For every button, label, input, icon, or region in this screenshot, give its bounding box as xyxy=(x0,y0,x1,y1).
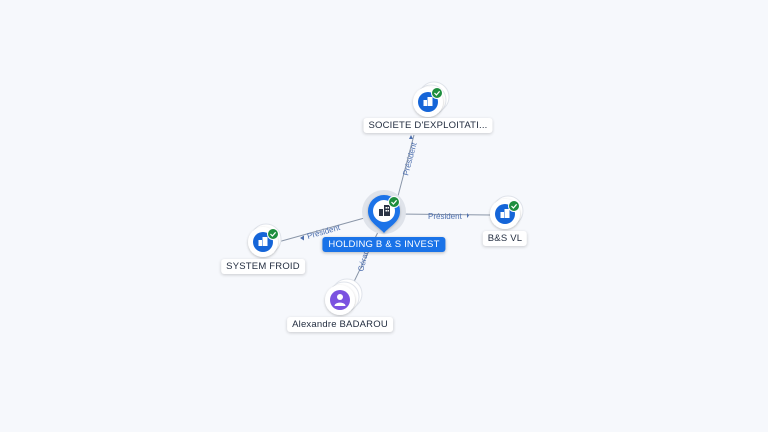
check-badge-icon xyxy=(508,200,520,212)
check-badge-icon xyxy=(388,196,400,208)
edge-line-bsvl xyxy=(397,213,491,216)
edge-label-societe: Président xyxy=(401,141,419,177)
edge-line-system xyxy=(277,216,369,243)
arrow-icon xyxy=(300,235,304,241)
node-label-societe[interactable]: SOCIETE D'EXPLOITATI... xyxy=(363,118,493,133)
edge-line-societe xyxy=(397,134,415,197)
center-node[interactable] xyxy=(362,190,406,234)
node-societe[interactable] xyxy=(413,81,450,117)
node-label-person[interactable]: Alexandre BADAROU xyxy=(287,317,393,332)
node-label-bsvl[interactable]: B&S VL xyxy=(482,231,528,246)
building-icon xyxy=(500,209,510,218)
arrow-icon xyxy=(409,135,413,139)
building-icon xyxy=(258,237,268,246)
node-person[interactable] xyxy=(325,278,363,315)
node-label-center[interactable]: HOLDING B & S INVEST xyxy=(322,237,446,252)
check-badge-icon xyxy=(267,228,279,240)
node-label-system[interactable]: SYSTEM FROID xyxy=(221,259,305,274)
building-icon xyxy=(423,97,433,106)
node-system[interactable] xyxy=(248,223,282,257)
person-icon xyxy=(334,294,346,306)
check-badge-icon xyxy=(431,87,443,99)
arrow-icon xyxy=(467,213,469,218)
node-bsvl[interactable] xyxy=(490,195,524,229)
building-icon xyxy=(379,205,390,216)
edge-label-bsvl: Président xyxy=(428,212,463,221)
